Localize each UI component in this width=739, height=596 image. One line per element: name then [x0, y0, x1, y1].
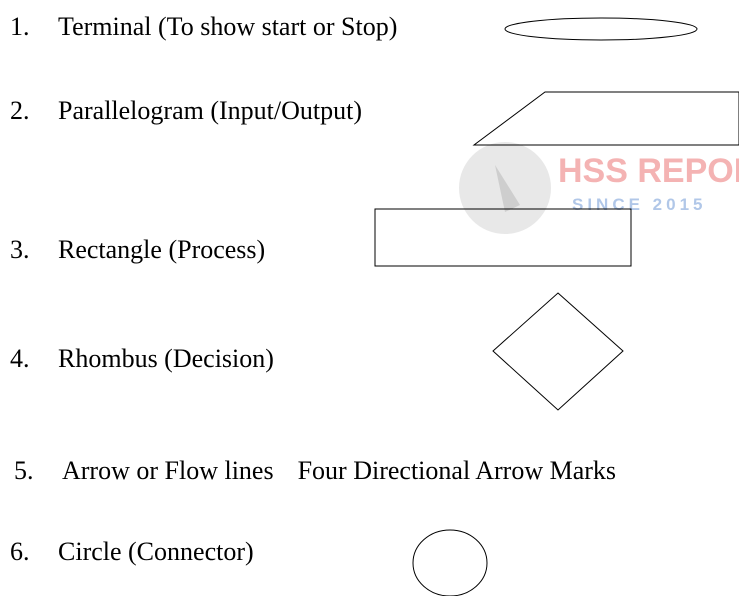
item-number: 6.: [10, 537, 30, 566]
item-note: Four Directional Arrow Marks: [297, 456, 617, 485]
connector-circle: [412, 529, 488, 596]
list-item-rhombus: 4. Rhombus (Decision): [10, 344, 274, 374]
item-label: Circle (Connector): [58, 537, 254, 566]
item-number: 5.: [14, 456, 34, 485]
item-label: Arrow or Flow lines: [62, 456, 274, 485]
item-label: Rhombus (Decision): [58, 344, 274, 373]
item-label: Terminal (To show start or Stop): [58, 12, 398, 41]
item-number: 1.: [10, 12, 30, 41]
terminal-ellipse: [504, 17, 698, 41]
item-number: 2.: [10, 96, 30, 125]
watermark-brand: HSS REPOR: [558, 152, 739, 190]
list-item-arrow: 5. Arrow or Flow lines Four Directional Ar…: [14, 456, 616, 486]
rectangle-shape: [374, 208, 632, 267]
list-item-rectangle: 3. Rectangle (Process): [10, 235, 265, 265]
parallelogram-shape: [472, 91, 739, 146]
item-number: 4.: [10, 344, 30, 373]
list-item-circle: 6. Circle (Connector): [10, 537, 254, 567]
item-label: Rectangle (Process): [58, 235, 266, 264]
watermark-logo-icon: [459, 142, 551, 234]
rhombus-shape: [492, 292, 624, 411]
list-item-parallelogram: 2. Parallelogram (Input/Output): [10, 96, 362, 126]
item-label: Parallelogram (Input/Output): [58, 96, 362, 125]
list-item-terminal: 1. Terminal (To show start or Stop): [10, 12, 397, 42]
item-number: 3.: [10, 235, 30, 264]
